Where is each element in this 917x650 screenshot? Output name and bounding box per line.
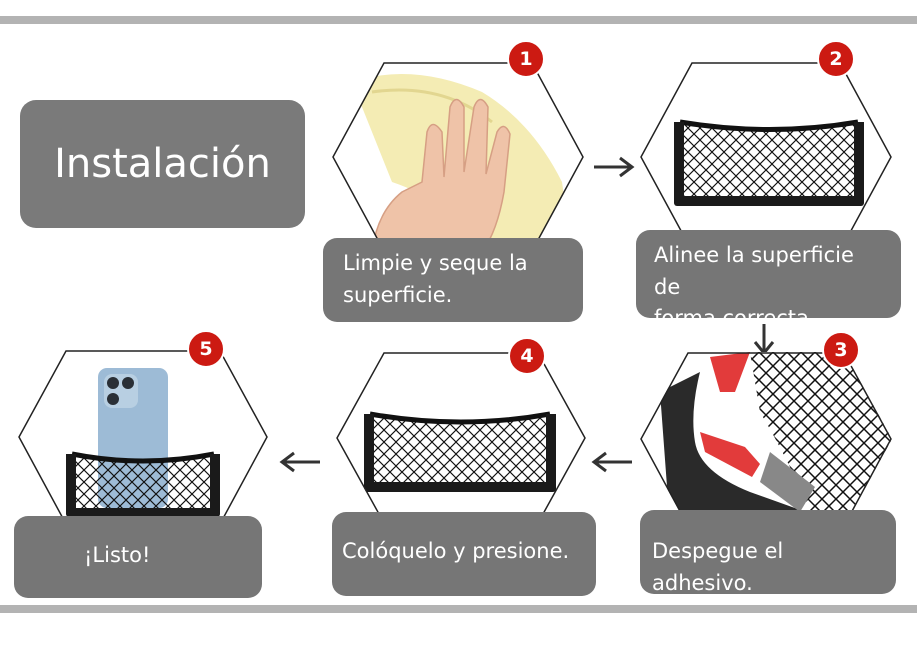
arrow-down-icon: [753, 324, 775, 356]
step-2-caption-line1: Alinee la superficie de: [654, 243, 854, 299]
page-title: Instalación: [20, 100, 305, 228]
step-4-badge: 4: [508, 337, 546, 375]
bottom-border: [0, 605, 917, 613]
step-5-image: [18, 350, 268, 525]
step-2-caption-line2: forma correcta.: [654, 306, 816, 330]
arrow-right-icon: [594, 156, 635, 178]
step-5-caption: ¡Listo!: [14, 516, 262, 598]
arrow-left-icon: [591, 451, 632, 473]
step-1-image: [332, 62, 584, 252]
step-2-caption: Alinee la superficie de forma correcta.: [636, 230, 901, 330]
step-2-image: [640, 62, 892, 252]
step-2-badge: 2: [817, 40, 855, 78]
step-4-image: [336, 352, 586, 524]
step-1-caption-line1: Limpie y seque la: [343, 251, 528, 275]
step-3-caption: Despegue el adhesivo.: [640, 510, 896, 595]
step-1-badge: 1: [507, 40, 545, 78]
arrow-left-icon: [279, 451, 320, 473]
step-1-caption: Limpie y seque la superficie.: [323, 238, 583, 322]
step-4-caption: Colóquelo y presione.: [332, 512, 596, 596]
step-1-caption-line2: superficie.: [343, 282, 453, 307]
top-border: [0, 16, 917, 24]
step-3-image: [640, 352, 892, 527]
step-5-badge: 5: [187, 330, 225, 368]
step-3-badge: 3: [822, 331, 860, 369]
